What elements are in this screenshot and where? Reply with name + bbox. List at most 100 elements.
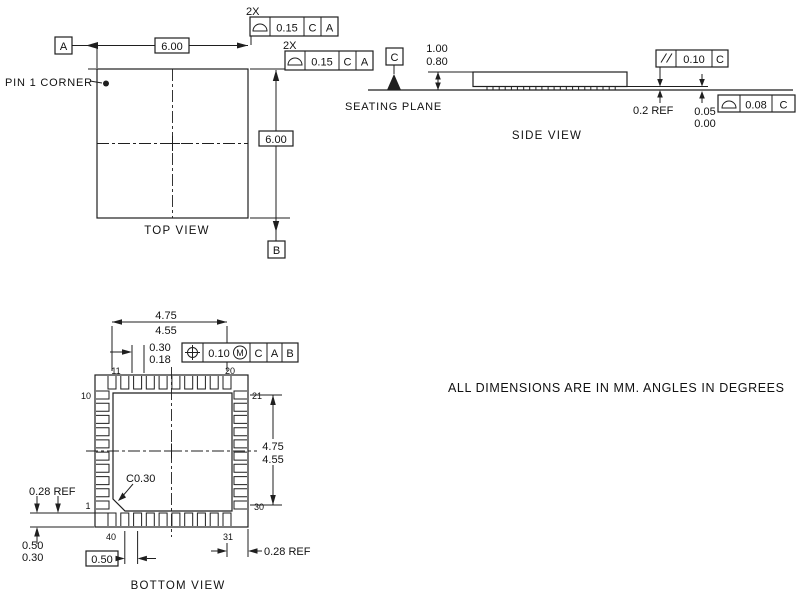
arrowhead-right bbox=[217, 319, 227, 325]
position-datum1: C bbox=[255, 348, 263, 360]
profile-of-surface-icon bbox=[252, 23, 268, 32]
fcf1-datum2: A bbox=[326, 23, 334, 35]
dim-width-label: 6.00 bbox=[161, 41, 182, 53]
arrowhead-left bbox=[248, 548, 258, 554]
standoff-max: 0.05 bbox=[694, 106, 715, 118]
bottom-view: 4.75 4.55 0.30 0.18 0.10 M C A B 11 20 1… bbox=[22, 310, 311, 592]
arrowhead-left bbox=[112, 319, 122, 325]
true-position-icon bbox=[185, 345, 200, 360]
arrowhead-down bbox=[272, 221, 280, 232]
side-view-title: SIDE VIEW bbox=[512, 130, 582, 142]
profile-frame bbox=[717, 94, 796, 113]
pins-left-column bbox=[96, 390, 110, 510]
fcf1-datum1: C bbox=[309, 23, 317, 35]
parallelism-datum: C bbox=[716, 54, 724, 66]
top-view-title: TOP VIEW bbox=[144, 225, 209, 237]
fcf1-frame bbox=[249, 16, 339, 37]
arrowhead-up bbox=[657, 90, 663, 98]
profile-tol: 0.08 bbox=[745, 100, 766, 112]
arrowhead-up bbox=[34, 527, 40, 537]
bottom-view-title: BOTTOM VIEW bbox=[131, 580, 226, 592]
arrowhead-right bbox=[217, 548, 227, 554]
position-datum3: B bbox=[286, 348, 293, 360]
pitch-label: 0.50 bbox=[91, 554, 112, 566]
span-top-min: 4.55 bbox=[155, 325, 176, 337]
ref-left-label: 0.28 REF bbox=[29, 486, 76, 498]
arrowhead-leader bbox=[118, 492, 126, 501]
pin-label-20: 20 bbox=[225, 366, 235, 376]
ref-bottom-label: 0.28 REF bbox=[264, 546, 311, 558]
side-body-outline bbox=[472, 71, 628, 88]
pin-label-11: 11 bbox=[111, 366, 120, 376]
arrowhead-left bbox=[137, 555, 147, 562]
side-terminal-pads bbox=[486, 86, 616, 91]
center-cross bbox=[165, 136, 180, 151]
span-right-max: 4.75 bbox=[262, 441, 283, 453]
exposed-pad-outline bbox=[112, 392, 233, 512]
fcf1-qty: 2X bbox=[246, 6, 260, 18]
arrowhead-up bbox=[270, 395, 276, 405]
lead-width-max: 0.30 bbox=[149, 342, 170, 354]
arrowhead-right bbox=[115, 555, 125, 562]
arrowhead-up bbox=[699, 91, 705, 99]
pin-label-40: 40 bbox=[106, 532, 116, 542]
pin-label-1: 1 bbox=[85, 501, 90, 511]
dimensions-note: ALL DIMENSIONS ARE IN MM. ANGLES IN DEGR… bbox=[448, 381, 785, 395]
profile-of-surface-icon bbox=[721, 100, 737, 109]
datum-b-box bbox=[267, 240, 286, 259]
fcf2-tol: 0.15 bbox=[311, 57, 332, 69]
fcf2-datum2: A bbox=[361, 57, 369, 69]
position-tol: 0.10 bbox=[208, 348, 229, 360]
fcf2-dividers bbox=[304, 51, 357, 70]
fcf2-datum1: C bbox=[344, 57, 352, 69]
terminal-length-min: 0.30 bbox=[22, 552, 43, 564]
terminal-length-max: 0.50 bbox=[22, 540, 43, 552]
profile-of-surface-icon bbox=[287, 57, 303, 66]
profile-datum: C bbox=[780, 100, 788, 112]
basic-dim-box bbox=[258, 130, 294, 147]
parallelism-frame bbox=[655, 49, 729, 68]
arrowhead-down bbox=[699, 79, 705, 87]
fcf1-tol: 0.15 bbox=[276, 23, 297, 35]
pins-top-row bbox=[107, 376, 232, 390]
arrowhead-up bbox=[272, 70, 280, 81]
top-view: 6.00 A 6.00 B PIN 1 CORNER 2X 0.15 C A 2… bbox=[5, 6, 374, 259]
height-min: 0.80 bbox=[426, 56, 447, 68]
standoff-min: 0.00 bbox=[694, 118, 715, 130]
side-view: C SEATING PLANE 1.00 0.80 0.10 C 0.2 REF… bbox=[345, 43, 796, 142]
pin-label-30: 30 bbox=[254, 502, 264, 512]
arrowhead-up bbox=[435, 72, 441, 80]
arrowhead-down bbox=[34, 503, 40, 513]
position-datum2: A bbox=[271, 348, 279, 360]
position-modifier: M bbox=[236, 348, 244, 358]
fcf1-dividers bbox=[269, 17, 322, 36]
height-max: 1.00 bbox=[426, 43, 447, 55]
span-top-max: 4.75 bbox=[155, 310, 176, 322]
pin1-corner-label: PIN 1 CORNER bbox=[5, 77, 93, 89]
arrowhead-down bbox=[435, 82, 441, 90]
chamfer-label: C0.30 bbox=[126, 473, 155, 485]
lead-width-min: 0.18 bbox=[149, 354, 170, 366]
center-cross bbox=[164, 443, 179, 459]
pin1-leader bbox=[89, 80, 103, 84]
mmc-icon bbox=[233, 345, 247, 360]
datum-a-box bbox=[54, 36, 73, 55]
datum-b-label: B bbox=[273, 245, 280, 257]
parallelism-tol: 0.10 bbox=[683, 54, 704, 66]
fcf2-qty: 2X bbox=[283, 40, 297, 52]
pin1-dot-icon bbox=[103, 80, 109, 87]
text-mask bbox=[257, 439, 289, 465]
position-frame bbox=[181, 342, 299, 363]
span-right-min: 4.55 bbox=[262, 454, 283, 466]
arrowhead-down bbox=[55, 503, 61, 513]
datum-a-label: A bbox=[60, 41, 68, 53]
parallelism-icon bbox=[660, 53, 673, 63]
fcf-dividers bbox=[675, 50, 713, 67]
basic-dim-box bbox=[154, 37, 190, 54]
seating-plane-label: SEATING PLANE bbox=[345, 101, 442, 113]
fcf-dividers bbox=[202, 343, 283, 362]
datum-c-label: C bbox=[391, 52, 399, 64]
pins-right-column bbox=[233, 390, 247, 510]
